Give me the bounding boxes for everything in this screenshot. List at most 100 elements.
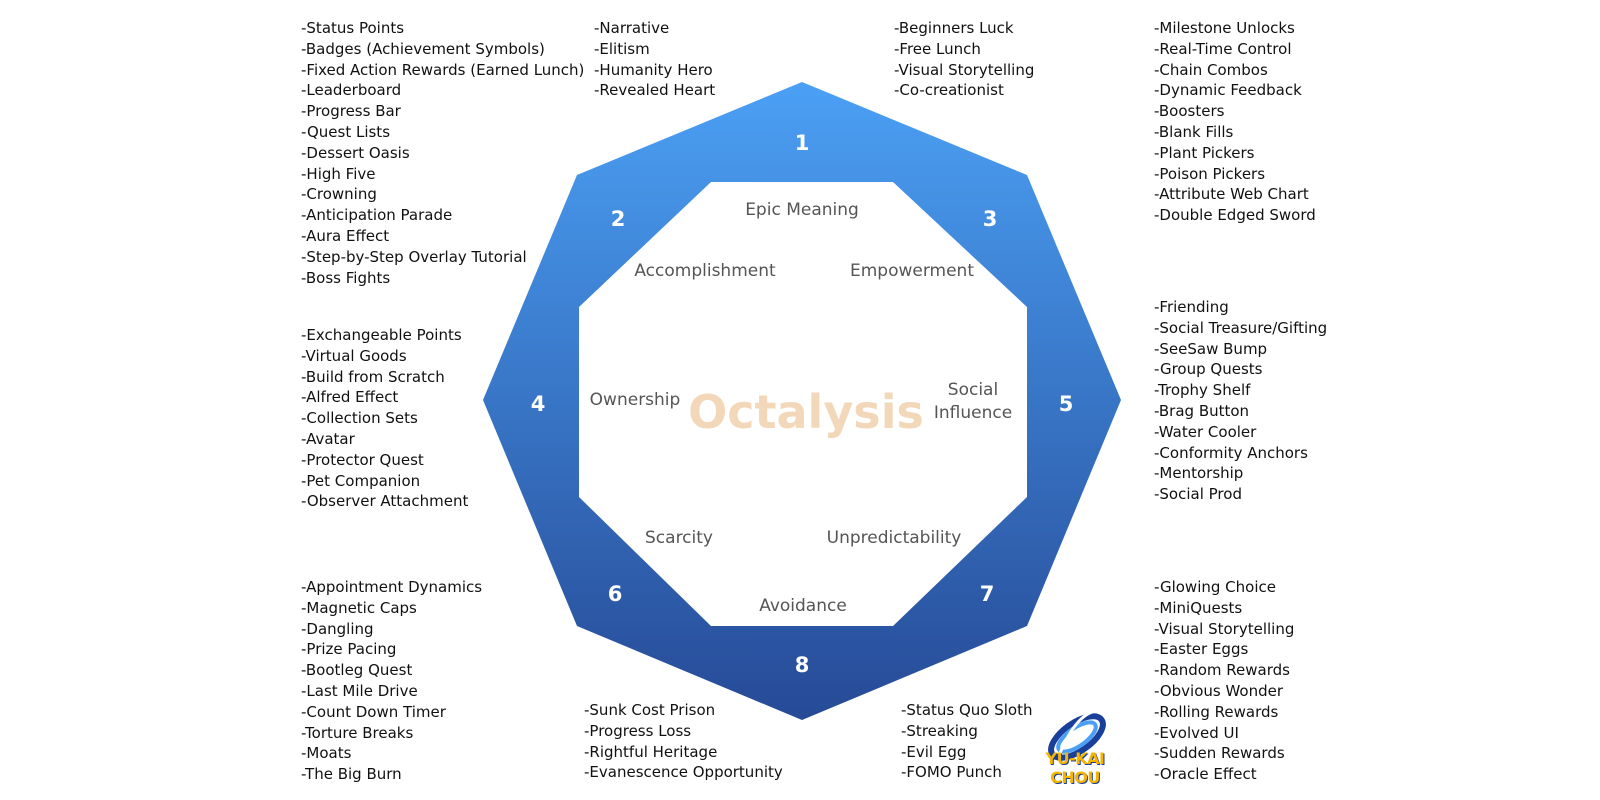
list-item: -Last Mile Drive — [301, 681, 418, 700]
list-bottom-right: -Glowing Choice -MiniQuests -Visual Stor… — [1154, 577, 1294, 785]
list-bottom-center-right: -Status Quo Sloth -Streaking -Evil Egg -… — [901, 700, 1033, 783]
list-item: -Visual Storytelling — [894, 60, 1035, 79]
drive-label-unpredictability: Unpredictability — [827, 528, 962, 548]
list-item: -Sunk Cost Prison — [584, 701, 716, 719]
list-item: -Friending — [1154, 298, 1229, 316]
list-item: -Torture Breaks — [301, 723, 414, 742]
list-item: -Easter Eggs — [1154, 640, 1249, 659]
list-item: -Dynamic Feedback — [1154, 81, 1302, 100]
list-item: -Dangling — [301, 619, 374, 638]
list-item: -Beginners Luck — [894, 19, 1014, 37]
list-item: -Quest Lists — [301, 122, 391, 141]
list-item: -Observer Attachment — [301, 492, 469, 511]
center-title: Octalysis — [688, 385, 924, 439]
list-item: -Chain Combos — [1154, 60, 1268, 79]
list-item: -Rightful Heritage — [584, 742, 718, 761]
list-item: -Fixed Action Rewards (Earned Lunch) — [301, 60, 585, 79]
list-item: -Evanescence Opportunity — [584, 763, 783, 782]
list-item: -Glowing Choice — [1154, 578, 1276, 596]
list-item: -Free Lunch — [894, 39, 981, 58]
list-bottom-center-left: -Sunk Cost Prison -Progress Loss -Rightf… — [584, 700, 783, 783]
list-item: -Water Cooler — [1154, 422, 1257, 441]
list-item: -Blank Fills — [1154, 122, 1234, 141]
list-bottom-left: -Appointment Dynamics -Magnetic Caps -Da… — [301, 577, 482, 785]
core-number-1: 1 — [795, 131, 810, 155]
list-item: -Random Rewards — [1154, 661, 1290, 680]
list-item: -Co-creationist — [894, 81, 1004, 100]
list-item: -Streaking — [901, 721, 978, 740]
core-number-8: 8 — [795, 653, 810, 677]
list-item: -Attribute Web Chart — [1154, 185, 1309, 204]
list-item: -Virtual Goods — [301, 346, 407, 365]
list-top-right: -Milestone Unlocks -Real-Time Control -C… — [1154, 18, 1316, 226]
list-item: -Milestone Unlocks — [1154, 19, 1295, 37]
list-top-center-right: -Beginners Luck -Free Lunch -Visual Stor… — [894, 18, 1034, 101]
drive-label-social: Social — [948, 380, 998, 400]
list-item: -Brag Button — [1154, 401, 1250, 420]
list-item: -Oracle Effect — [1154, 765, 1257, 784]
list-item: -Collection Sets — [301, 409, 418, 428]
list-item: -Crowning — [301, 185, 377, 204]
core-number-4: 4 — [531, 392, 546, 416]
core-number-2: 2 — [611, 207, 626, 231]
list-item: -Social Prod — [1154, 485, 1242, 504]
list-item: -Status Points — [301, 19, 405, 37]
list-item: -FOMO Punch — [901, 763, 1002, 782]
list-item: -Revealed Heart — [594, 81, 716, 100]
list-item: -Badges (Achievement Symbols) — [301, 39, 545, 58]
list-item: -Avatar — [301, 429, 355, 448]
list-item: -Exchangeable Points — [301, 326, 462, 344]
list-top-left: -Status Points -Badges (Achievement Symb… — [301, 18, 584, 288]
list-item: -Evolved UI — [1154, 723, 1239, 742]
list-item: -Visual Storytelling — [1154, 619, 1295, 638]
drive-label-empowerment: Empowerment — [850, 261, 974, 281]
list-item: -Alfred Effect — [301, 388, 399, 407]
list-item: -Moats — [301, 744, 352, 763]
list-item: -Pet Companion — [301, 471, 421, 490]
core-number-6: 6 — [608, 582, 623, 606]
list-item: -Social Treasure/Gifting — [1154, 318, 1328, 337]
list-item: -Leaderboard — [301, 81, 402, 100]
list-item: -Evil Egg — [901, 742, 967, 761]
list-item: -Sudden Rewards — [1154, 744, 1285, 763]
drive-label-avoidance: Avoidance — [759, 596, 847, 616]
logo-text: YU-KAI CHOU — [1045, 749, 1105, 787]
list-item: -Progress Loss — [584, 721, 692, 740]
yukai-chou-logo: YU-KAI CHOU — [1020, 705, 1130, 787]
list-item: -Prize Pacing — [301, 640, 397, 659]
list-item: -Obvious Wonder — [1154, 681, 1284, 700]
list-item: -Bootleg Quest — [301, 661, 413, 680]
core-number-3: 3 — [983, 207, 998, 231]
list-item: -Boss Fights — [301, 268, 391, 287]
logo-swoosh-icon — [1048, 709, 1106, 761]
list-item: -High Five — [301, 164, 376, 183]
list-item: -Aura Effect — [301, 226, 390, 245]
core-number-7: 7 — [980, 582, 995, 606]
list-item: -MiniQuests — [1154, 598, 1243, 617]
drive-label-scarcity: Scarcity — [645, 528, 713, 548]
list-item: -Protector Quest — [301, 450, 424, 469]
list-item: -Magnetic Caps — [301, 598, 417, 617]
list-item: -Conformity Anchors — [1154, 443, 1308, 462]
drive-label-influence: Influence — [934, 403, 1012, 423]
list-item: -Boosters — [1154, 102, 1225, 121]
core-number-5: 5 — [1059, 392, 1074, 416]
list-item: -Real-Time Control — [1154, 39, 1292, 58]
list-middle-left: -Exchangeable Points -Virtual Goods -Bui… — [301, 325, 468, 512]
list-item: -The Big Burn — [301, 765, 402, 784]
list-item: -Dessert Oasis — [301, 143, 410, 162]
list-item: -Trophy Shelf — [1154, 381, 1251, 400]
list-item: -Step-by-Step Overlay Tutorial — [301, 247, 527, 266]
list-item: -Progress Bar — [301, 102, 401, 121]
list-top-center-left: -Narrative -Elitism -Humanity Hero -Reve… — [594, 18, 715, 101]
list-item: -Humanity Hero — [594, 60, 713, 79]
list-item: -Count Down Timer — [301, 702, 446, 721]
list-item: -Plant Pickers — [1154, 143, 1255, 162]
list-middle-right: -Friending -Social Treasure/Gifting -See… — [1154, 297, 1327, 505]
drive-label-ownership: Ownership — [590, 390, 681, 410]
list-item: -Status Quo Sloth — [901, 701, 1033, 719]
list-item: -Poison Pickers — [1154, 164, 1266, 183]
list-item: -Double Edged Sword — [1154, 206, 1316, 225]
